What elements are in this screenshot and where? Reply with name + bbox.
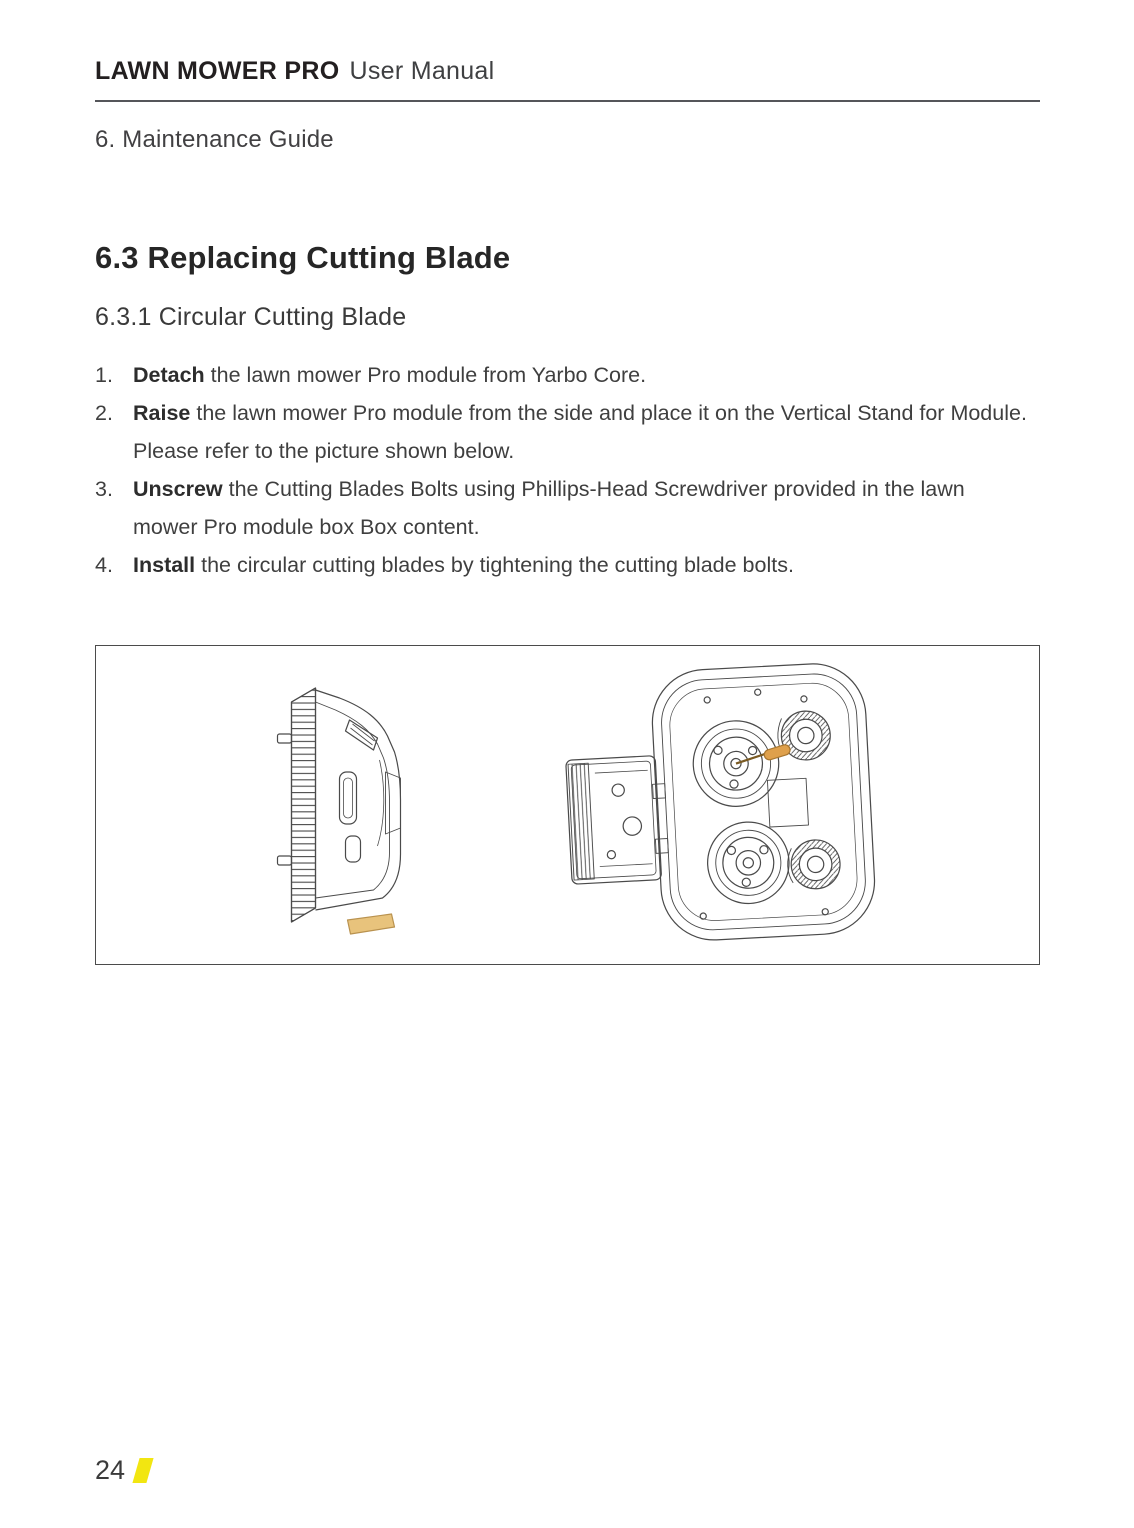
step-item-3: 3. Unscrew the Cutting Blades Bolts usin…: [95, 470, 1030, 546]
page-number: 24: [95, 1455, 126, 1485]
page-footer: 24: [95, 1455, 154, 1486]
step-text: Detach the lawn mower Pro module from Ya…: [133, 356, 1030, 394]
fin-panel: [290, 687, 317, 923]
step-keyword: Raise: [133, 401, 191, 425]
page-header: LAWN MOWER PRO User Manual: [95, 57, 495, 86]
subsection-title: 6.3.1 Circular Cutting Blade: [95, 303, 407, 331]
top-grill: [344, 719, 379, 751]
vertical-stand: [346, 913, 396, 935]
module-body-outline: [315, 689, 402, 911]
step-text: Install the circular cutting blades by t…: [133, 546, 1030, 584]
chapter-title: 6. Maintenance Guide: [95, 126, 334, 153]
side-tab: [276, 855, 293, 866]
side-tab: [276, 733, 293, 744]
step-keyword: Unscrew: [133, 477, 223, 501]
step-number: 2.: [95, 401, 113, 425]
step-item-4: 4. Install the circular cutting blades b…: [95, 546, 1030, 584]
step-keyword: Detach: [133, 363, 205, 387]
deck-screw: [800, 695, 808, 703]
step-number: 4.: [95, 553, 113, 577]
wheel-hub-bottom: [787, 839, 841, 890]
step-body: the lawn mower Pro module from the side …: [133, 401, 1027, 463]
step-number: 1.: [95, 363, 113, 387]
doc-title: User Manual: [349, 57, 495, 85]
attached-module: [565, 755, 669, 885]
deck-screw: [821, 908, 829, 916]
handle-slot: [338, 771, 358, 825]
cutting-blade-disc-bottom: [707, 821, 790, 905]
brand-title: LAWN MOWER PRO: [95, 57, 340, 85]
wheel-hub-top: [777, 710, 831, 761]
deck-screw: [703, 696, 711, 704]
step-text: Raise the lawn mower Pro module from the…: [133, 394, 1030, 470]
step-number: 3.: [95, 477, 113, 501]
deck-screw: [754, 688, 762, 696]
deck-screw: [699, 912, 707, 920]
figure-box: [95, 645, 1040, 965]
cutting-blade-disc-top: [692, 720, 780, 807]
step-text: Unscrew the Cutting Blades Bolts using P…: [133, 470, 1030, 546]
step-item-1: 1. Detach the lawn mower Pro module from…: [95, 356, 1030, 394]
section-title: 6.3 Replacing Cutting Blade: [95, 240, 511, 275]
module-underside-drawing: [565, 663, 876, 941]
instruction-steps: 1. Detach the lawn mower Pro module from…: [95, 356, 1030, 584]
yellow-page-mark-icon: [132, 1458, 154, 1483]
header-divider: [95, 100, 1040, 102]
deck-outline: [651, 663, 876, 941]
module-side-view-drawing: [276, 687, 402, 935]
step-keyword: Install: [133, 553, 196, 577]
step-body: the circular cutting blades by tightenin…: [195, 553, 794, 577]
step-body: the Cutting Blades Bolts using Phillips-…: [133, 477, 965, 539]
screwdriver: [735, 744, 791, 765]
label-plate: [766, 777, 809, 828]
step-item-2: 2. Raise the lawn mower Pro module from …: [95, 394, 1030, 470]
step-body: the lawn mower Pro module from Yarbo Cor…: [204, 363, 647, 387]
